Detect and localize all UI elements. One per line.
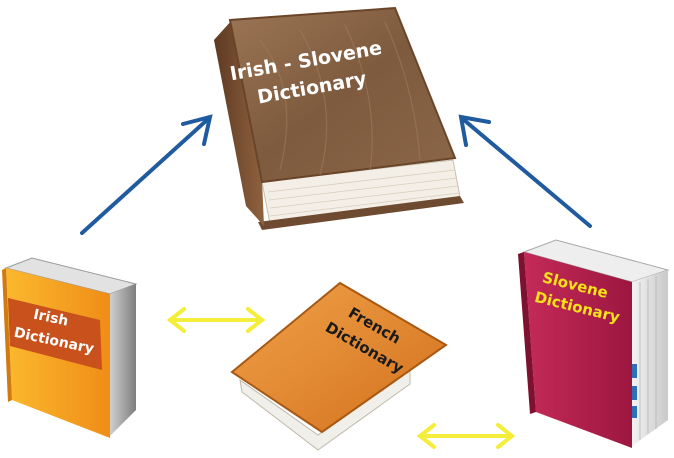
double-arrow-french-slovene — [416, 423, 516, 449]
book-irish: Irish Dictionary — [2, 257, 138, 438]
arrow-right-to-top — [458, 114, 592, 228]
book-irish-title-line1: Irish — [32, 307, 70, 330]
double-arrow-irish-french — [166, 307, 266, 333]
book-french: French Dictionary — [230, 281, 448, 451]
book-irish-slovene: Irish - Slovene Dictionary — [214, 6, 464, 230]
book-slovene: Slovene Dictionary — [518, 239, 670, 448]
arrow-left-to-top — [80, 114, 213, 235]
